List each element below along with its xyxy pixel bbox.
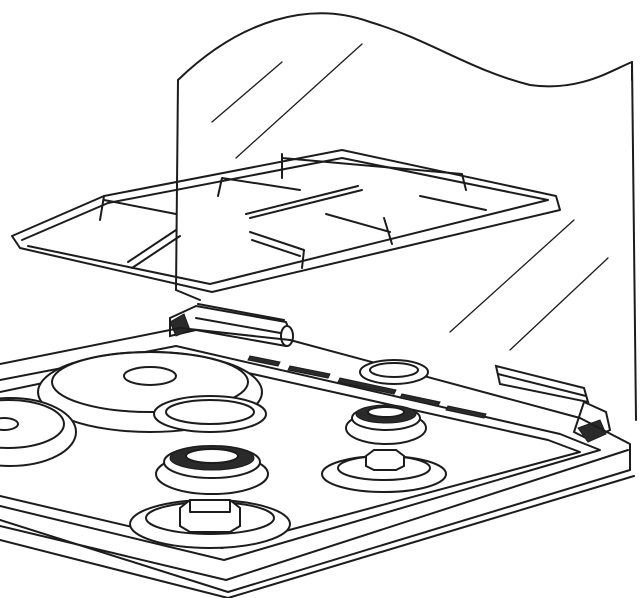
glass-lid [175,12,637,421]
gas-burner-center [155,445,269,495]
hotplate-left [0,397,77,467]
gas-burner-back-right [345,404,427,445]
right-hinge [494,364,612,443]
glass-reflection-lines [211,43,609,351]
control-strip [247,355,487,419]
gas-burner-front-right [321,449,447,493]
ring-small-back [359,359,429,385]
left-hinge [169,303,294,348]
pan-support-grid [11,149,561,293]
gas-burner-front [129,499,291,549]
ring-small-center [153,395,267,433]
